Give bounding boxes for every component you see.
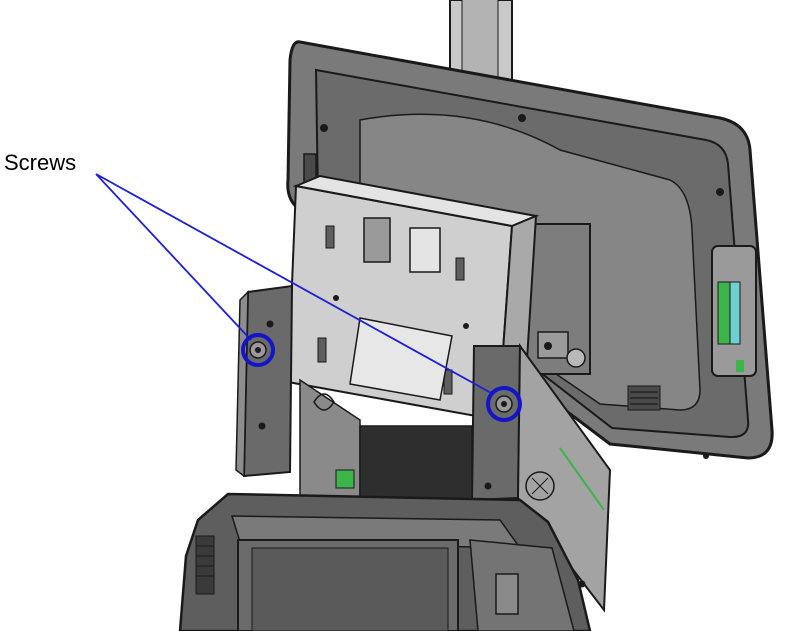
- right-arm: [470, 342, 612, 613]
- knob-icon: [566, 348, 586, 368]
- screw-right: [486, 386, 522, 422]
- highlight-circle-icon: [241, 333, 275, 367]
- display-screw-hole-icon: [703, 453, 709, 459]
- leader-line-right: [95, 173, 494, 395]
- leader-line-left: [95, 173, 252, 341]
- display-screw-hole-icon: [320, 124, 328, 132]
- callout-label-screws: Screws: [4, 150, 76, 175]
- lower-terminal: [178, 492, 592, 631]
- vent-grille-icon: [627, 385, 661, 411]
- callout-leaders: [95, 173, 494, 395]
- screw-left: [241, 333, 275, 367]
- highlight-circle-icon: [486, 386, 522, 422]
- display-screw-hole-icon: [716, 188, 724, 196]
- side-grille-icon: [195, 535, 215, 595]
- left-arm: [235, 284, 294, 478]
- cable-bundle: [299, 378, 473, 507]
- pivot-icon: [525, 471, 555, 501]
- display-screw-hole-icon: [518, 114, 526, 122]
